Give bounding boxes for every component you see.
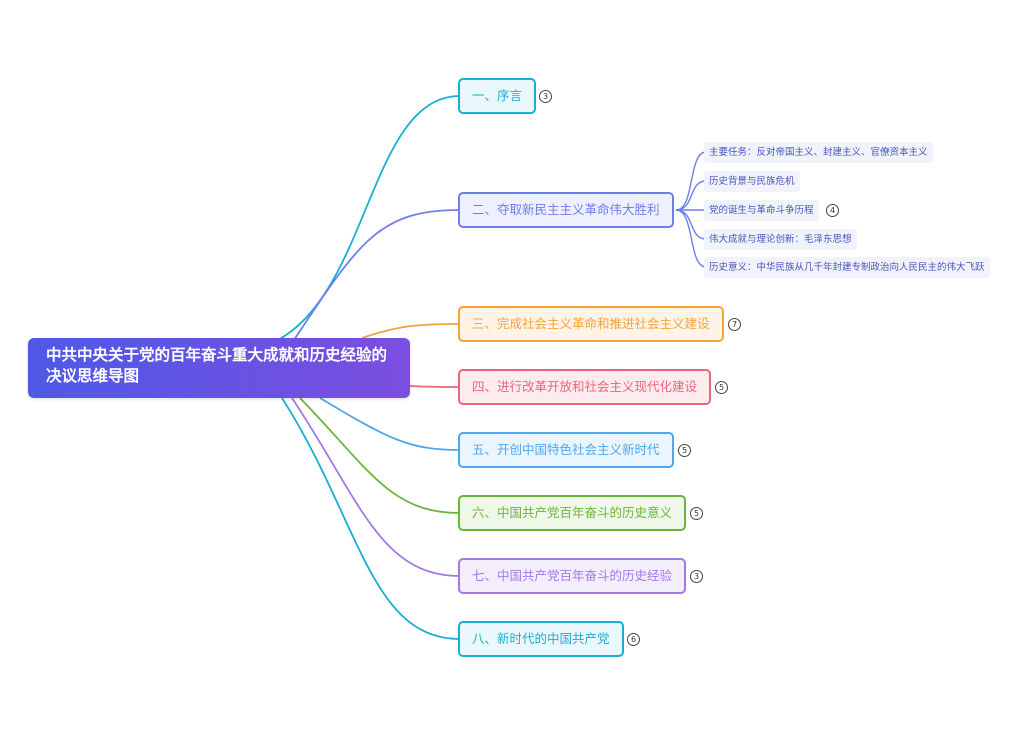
link-branch-3 (361, 323, 461, 339)
link-branch-6 (299, 397, 461, 514)
leaf-historical-background[interactable]: 历史背景与民族危机 (704, 171, 800, 192)
branch-count-badge[interactable]: 3 (690, 570, 703, 583)
branch-label: 六、中国共产党百年奋斗的历史意义 (472, 505, 673, 520)
root-topic[interactable]: 中共中央关于党的百年奋斗重大成就和历史经验的决议思维导图 (28, 338, 410, 398)
branch-label: 八、新时代的中国共产党 (472, 631, 610, 646)
leaf-historical-significance[interactable]: 历史意义：中华民族从几千年封建专制政治向人民民主的伟大飞跃 (704, 257, 990, 278)
branch-count-badge[interactable]: 7 (728, 318, 741, 331)
branch-label: 四、进行改革开放和社会主义现代化建设 (472, 379, 698, 394)
branch-party-new-era[interactable]: 八、新时代的中国共产党 (458, 621, 624, 657)
link-branch-7 (291, 397, 461, 577)
link-leaf-2 (675, 180, 707, 211)
branch-preface[interactable]: 一、序言 (458, 78, 537, 114)
leaf-main-tasks[interactable]: 主要任务：反对帝国主义、封建主义、官僚资本主义 (704, 142, 933, 163)
branch-count-badge[interactable]: 3 (539, 90, 552, 103)
link-branch-4 (409, 385, 461, 388)
link-branch-8 (281, 397, 461, 640)
branch-count-badge[interactable]: 6 (627, 633, 640, 646)
leaf-theoretical-innovation[interactable]: 伟大成就与理论创新：毛泽东思想 (704, 229, 857, 250)
link-branch-2 (293, 209, 461, 341)
branch-historical-experience[interactable]: 七、中国共产党百年奋斗的历史经验 (458, 558, 687, 594)
leaf-party-founding[interactable]: 党的诞生与革命斗争历程 (704, 200, 819, 221)
branch-label: 七、中国共产党百年奋斗的历史经验 (472, 568, 673, 583)
branch-label: 二、夺取新民主主义革命伟大胜利 (472, 202, 660, 217)
branch-label: 五、开创中国特色社会主义新时代 (472, 442, 660, 457)
link-branch-5 (319, 397, 461, 451)
link-branch-1 (277, 95, 461, 341)
branch-count-badge[interactable]: 5 (690, 507, 703, 520)
leaf-count-badge[interactable]: 4 (826, 204, 839, 217)
branch-new-era[interactable]: 五、开创中国特色社会主义新时代 (458, 432, 674, 468)
link-leaf-5 (675, 209, 707, 268)
branch-reform-opening[interactable]: 四、进行改革开放和社会主义现代化建设 (458, 369, 712, 405)
branch-label: 一、序言 (472, 88, 523, 103)
root-title: 中共中央关于党的百年奋斗重大成就和历史经验的决议思维导图 (46, 346, 388, 385)
branch-new-democratic-revolution[interactable]: 二、夺取新民主主义革命伟大胜利 (458, 192, 674, 228)
branch-historical-significance[interactable]: 六、中国共产党百年奋斗的历史意义 (458, 495, 687, 531)
link-leaf-1 (675, 151, 707, 211)
branch-label: 三、完成社会主义革命和推进社会主义建设 (472, 316, 710, 331)
branch-socialist-revolution[interactable]: 三、完成社会主义革命和推进社会主义建设 (458, 306, 724, 342)
branch-count-badge[interactable]: 5 (678, 444, 691, 457)
branch-count-badge[interactable]: 5 (715, 381, 728, 394)
